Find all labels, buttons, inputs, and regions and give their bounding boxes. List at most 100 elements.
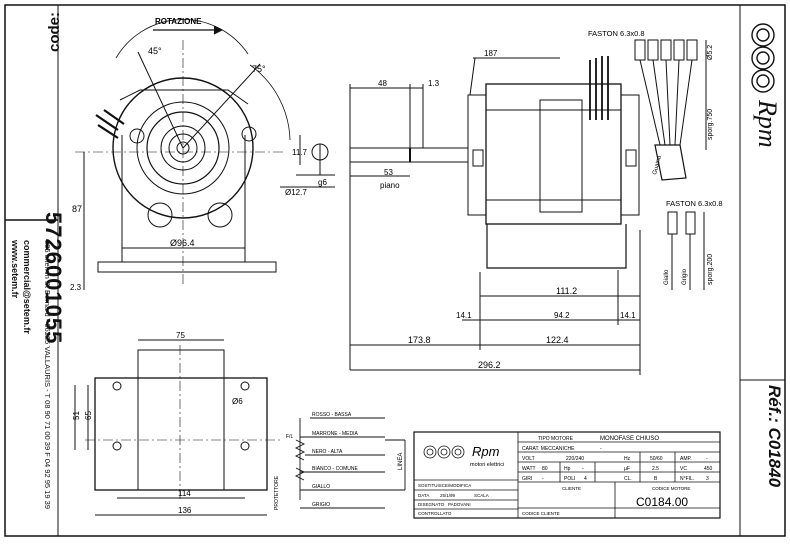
- volt-label: VOLT: [522, 456, 535, 462]
- dim-14-1-left: 14.1: [456, 311, 472, 320]
- poli-label: POLI: [564, 476, 575, 482]
- controllato-label: CONTROLLATO: [418, 511, 452, 516]
- data-label: DATA: [418, 493, 429, 498]
- dim-11-7: 11.7: [292, 148, 308, 157]
- angle-75-label: 75°: [252, 64, 266, 74]
- dim-65: 65: [84, 411, 93, 420]
- wire-label-3: NERO - ALTA: [312, 449, 343, 455]
- reference-code: Réf.: C01840: [765, 385, 784, 488]
- brand-logo: [751, 23, 775, 93]
- data-value: 25/1/99: [440, 493, 456, 498]
- dim-136: 136: [178, 506, 192, 515]
- hz-label: Hz: [624, 456, 631, 462]
- faston-top-guaina: Guaina: [652, 155, 663, 176]
- volt-value: 220/240: [566, 456, 584, 462]
- dim-1-3: 1.3: [428, 79, 440, 88]
- cl-value: B: [654, 476, 658, 482]
- angle-45-label: 45°: [148, 46, 162, 56]
- faston-bottom-sporg: sporg.200: [707, 254, 714, 285]
- poli-value: 4: [584, 476, 587, 482]
- caratt-label: CARAT. MECCANICHE: [522, 446, 575, 452]
- dim-296-2: 296.2: [478, 360, 501, 370]
- vc-label: VC: [680, 466, 687, 472]
- protettore-label: PROTETTORE: [274, 475, 280, 510]
- giri-label: GIRI: [522, 476, 532, 482]
- dim-diameter-96-4: Ø96.4: [170, 238, 195, 248]
- cl-label: CL.: [624, 476, 632, 482]
- faston-bottom-wire-1: Giallo: [664, 269, 670, 285]
- title-block-subtitle: motori elettrici: [470, 462, 504, 468]
- dim-g6: g6: [318, 178, 327, 187]
- caratt-value: -: [600, 446, 602, 452]
- faston-top-sporg: sporg.750: [707, 109, 714, 140]
- fil-label: F/L: [286, 434, 293, 440]
- faston-bottom-detail: [667, 211, 705, 290]
- nfil-label: N°FIL.: [680, 476, 694, 482]
- codice-motore-label: CODICE MOTORE: [652, 486, 690, 491]
- wire-label-2: MARRONE - MEDIA: [312, 431, 359, 437]
- dim-94-2: 94.2: [554, 311, 570, 320]
- wire-label-6: GRIGIO: [312, 502, 330, 508]
- address: 885 chemin St Bernard - 06225 VALLAURIS …: [43, 240, 52, 509]
- dim-14-1-right: 14.1: [620, 311, 636, 320]
- code-label: code:: [46, 11, 63, 52]
- faston-top-diam: Ø5.2: [707, 45, 714, 60]
- tipo-value: MONOFASE CHIUSO: [600, 436, 659, 442]
- giri-value: -: [542, 476, 544, 482]
- bottom-view: [74, 339, 280, 516]
- wire-label-1: ROSSO - BASSA: [312, 412, 352, 418]
- label-piano: piano: [380, 181, 400, 190]
- wire-label-5: GIALLO: [312, 484, 330, 490]
- dim-114: 114: [178, 489, 191, 498]
- watt-label: WATT: [522, 466, 536, 472]
- cliente-label: CLIENTE: [562, 486, 581, 491]
- amp-value: -: [706, 456, 708, 462]
- hp-label: Hp: [564, 466, 571, 472]
- motor-code: C0184.00: [636, 495, 688, 509]
- watt-value: 80: [542, 466, 548, 472]
- uf-value: 2.5: [652, 466, 659, 472]
- dim-173-8: 173.8: [408, 335, 431, 345]
- title-block: [413, 431, 721, 519]
- linea-label: LINEA: [398, 453, 404, 470]
- dim-53: 53: [384, 168, 393, 177]
- dim-48: 48: [378, 79, 387, 88]
- hp-value: -: [582, 466, 584, 472]
- disegnato-label: DISEGNATO: [418, 502, 445, 507]
- front-view: [75, 19, 335, 290]
- dim-51: 51: [72, 411, 81, 420]
- scala-label: SCALA: [474, 493, 489, 498]
- amp-label: AMP.: [680, 456, 692, 462]
- email: commercial@setem.fr: [22, 240, 32, 334]
- website: www.setem.fr: [10, 240, 20, 299]
- dim-hole-6: Ø6: [232, 397, 243, 406]
- dim-122-4: 122.4: [546, 335, 569, 345]
- dim-111-2: 111.2: [556, 286, 577, 296]
- dim-2-3: 2.3: [70, 283, 82, 292]
- nfil-value: 3: [706, 476, 709, 482]
- disegnato-value: PADOVANI: [448, 502, 471, 507]
- title-block-brand: Rpm: [472, 444, 500, 459]
- uf-label: µF: [624, 466, 630, 472]
- faston-top-detail: [634, 39, 707, 181]
- dim-187: 187: [484, 49, 498, 58]
- hz-value: 50/60: [650, 456, 663, 462]
- faston-bottom-wire-2: Grigio: [682, 268, 688, 285]
- faston-bottom-title: FASTON 6.3x0.8: [666, 199, 723, 208]
- dim-75: 75: [176, 331, 185, 340]
- side-view: [349, 56, 641, 375]
- codice-cliente-label: CODICE CLIENTE: [522, 511, 560, 516]
- sheet-border: [4, 4, 786, 537]
- dim-shaft-diameter: Ø12.7: [285, 188, 307, 197]
- vc-value: 450: [704, 466, 713, 472]
- faston-top-title: FASTON 6.3x0.8: [588, 29, 645, 38]
- dim-87: 87: [72, 204, 82, 214]
- rotation-label: ROTAZIONE: [155, 17, 202, 26]
- right-brand: Rpm: [753, 100, 782, 148]
- sostituisce-label: SOSTITUISCE/MODIFICA: [418, 483, 471, 488]
- tipo-label: TIPO MOTORE: [538, 436, 574, 442]
- wire-label-4: BIANCO - COMUNE: [312, 466, 359, 472]
- wiring-diagram: [294, 417, 406, 509]
